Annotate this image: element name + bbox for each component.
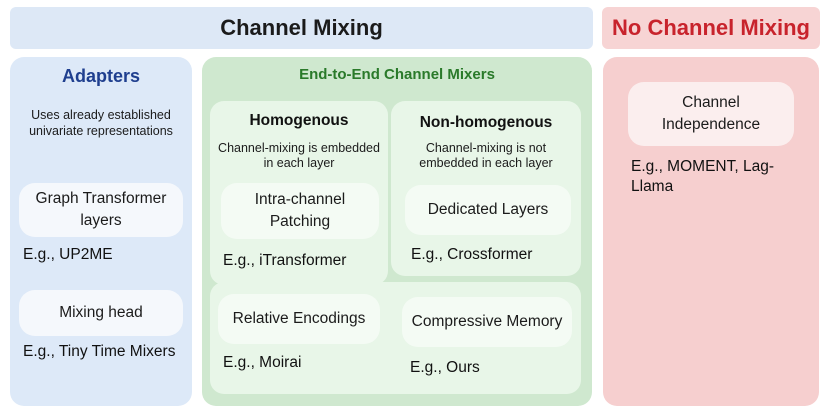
nonhomogenous-description: Channel-mixing is not embedded in each l… — [419, 141, 553, 170]
mixing-head-box: Mixing head — [19, 290, 183, 336]
end-to-end-title: End-to-End Channel Mixers — [299, 66, 495, 83]
relative-encodings-box: Relative Encodings — [218, 294, 380, 344]
homogenous-description: Channel-mixing is embedded in each layer — [218, 141, 380, 170]
intra-channel-patching-box: Intra-channel Patching — [221, 183, 379, 239]
nonhomogenous-title: Non-homogenous — [419, 114, 553, 131]
compressive-memory-box: Compressive Memory — [402, 297, 572, 347]
mixing-example: E.g., Tiny Time Mixers — [23, 343, 176, 360]
graph-example: E.g., UP2ME — [23, 246, 113, 263]
homogenous-example: E.g., iTransformer — [223, 252, 347, 269]
compressive-example: E.g., Ours — [410, 359, 480, 376]
relative-example: E.g., Moirai — [223, 354, 302, 371]
nonhomogenous-example: E.g., Crossformer — [411, 246, 533, 263]
channel-mixing-header: Channel Mixing — [10, 7, 593, 49]
no-mixing-example: E.g., MOMENT, Lag-Llama — [631, 158, 774, 195]
adapters-description: Uses already established univariate repr… — [29, 108, 173, 138]
homogenous-title: Homogenous — [249, 112, 349, 129]
adapters-title: Adapters — [61, 66, 141, 86]
graph-transformer-box: Graph Transformer layers — [19, 183, 183, 237]
channel-independence-box: Channel Independence — [628, 82, 794, 146]
no-channel-mixing-header: No Channel Mixing — [602, 7, 820, 49]
dedicated-layers-box: Dedicated Layers — [405, 185, 571, 235]
